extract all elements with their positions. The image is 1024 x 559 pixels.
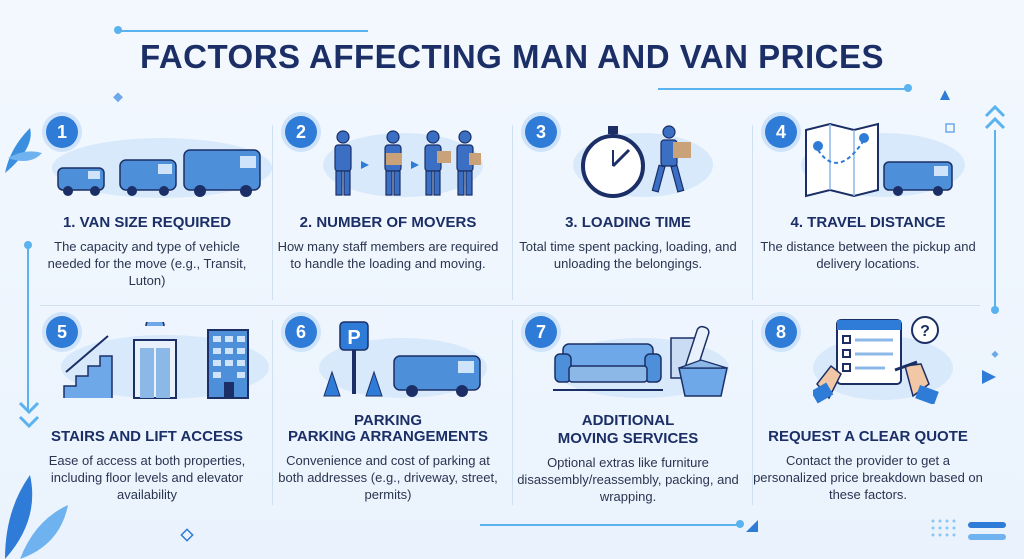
- divider: [512, 125, 513, 300]
- card-description: The distance between the pickup and deli…: [760, 239, 976, 271]
- step-number-badge: 1: [46, 116, 78, 148]
- step-number-badge: 2: [285, 116, 317, 148]
- card-title-line2: MOVING SERVICES: [557, 430, 699, 447]
- factor-card-loading-time: 3 3. LOADING TIME Total time spent packi…: [503, 0, 753, 271]
- card-title: 2. NUMBER OF MOVERS: [299, 214, 477, 231]
- card-description: How many staff members are required to h…: [277, 239, 499, 271]
- factor-card-additional-services: 7 ADDITIONAL MOVING SERVICES Optional ex…: [503, 200, 753, 504]
- card-description: Convenience and cost of parking at both …: [278, 453, 498, 502]
- triangle-icon: [982, 370, 996, 384]
- factor-card-parking: 6 P PARKING PARKING ARRANGEMENTS Conveni…: [263, 200, 513, 502]
- chevron-down-icon: [18, 401, 40, 429]
- chevron-up-icon: [984, 104, 1006, 130]
- divider: [272, 125, 273, 300]
- left-accent-dot: [24, 241, 32, 249]
- step-number-badge: 6: [285, 316, 317, 348]
- left-accent-line: [27, 245, 29, 410]
- pill-deco: [968, 534, 1006, 540]
- card-title: STAIRS AND LIFT ACCESS: [51, 428, 243, 445]
- leaf-icon: [5, 128, 42, 173]
- card-title: ADDITIONAL: [581, 412, 675, 429]
- stopwatch-mover-illustration: [573, 125, 713, 198]
- factor-card-travel-distance: 4 4. TRAVEL DISTANCE The distance betwee…: [743, 0, 993, 271]
- divider: [512, 320, 513, 505]
- vans-illustration: [52, 138, 272, 198]
- diamond-icon: [113, 92, 123, 103]
- factor-card-movers: 2 2. NUMBER OF MOVERS How many staff mem…: [263, 0, 513, 271]
- question-icon: ?: [920, 323, 930, 340]
- divider: [272, 320, 273, 505]
- bottom-accent-line: [480, 524, 740, 526]
- divider: [752, 125, 753, 300]
- sofa-boxes-illustration: [553, 325, 729, 398]
- leaf-icon: [5, 475, 68, 559]
- square-icon: [945, 123, 955, 133]
- factor-card-request-quote: 8 ? REQUEST A CLEAR QUOTE Contact the pr…: [743, 200, 993, 502]
- title-accent-dot-right: [904, 84, 912, 92]
- title-accent-line-right: [658, 88, 908, 90]
- card-description: Optional extras like furniture disassemb…: [517, 455, 739, 504]
- triangle-icon: [940, 90, 950, 100]
- triangle-icon: [746, 520, 758, 532]
- right-accent-dot: [991, 306, 999, 314]
- map-van-illustration: [801, 122, 965, 198]
- card-title: PARKING: [353, 412, 423, 429]
- diamond-icon: [991, 350, 999, 358]
- pill-deco: [968, 522, 1006, 528]
- card-title: 4. TRAVEL DISTANCE: [790, 214, 946, 231]
- card-title: 3. LOADING TIME: [565, 214, 691, 231]
- right-accent-line: [994, 130, 996, 310]
- diamond-icon: [180, 528, 194, 542]
- card-title: 1. VAN SIZE REQUIRED: [62, 214, 232, 231]
- dots-pattern-icon: [931, 519, 956, 537]
- step-number-badge: 4: [765, 116, 797, 148]
- movers-illustration: [323, 130, 483, 197]
- quote-form-illustration: ?: [813, 316, 953, 404]
- row-divider: [40, 305, 980, 306]
- step-number-badge: 3: [525, 116, 557, 148]
- step-number-badge: 7: [525, 316, 557, 348]
- title-accent-dot-left: [114, 26, 122, 34]
- factor-card-stairs-lift: 5 STAIRS AND LIFT ACCESS Ease of access …: [22, 200, 272, 502]
- bottom-accent-dot: [736, 520, 744, 528]
- title-accent-line-left: [118, 30, 368, 32]
- factor-card-van-size: 1 1. VAN SIZE REQUIRED The capacity and …: [22, 0, 272, 288]
- parking-illustration: P: [319, 321, 487, 398]
- card-description: Contact the provider to get a personaliz…: [753, 453, 983, 502]
- page-title: FACTORS AFFECTING MAN AND VAN PRICES: [139, 38, 885, 75]
- card-title-line2: PARKING ARRANGEMENTS: [287, 428, 488, 445]
- card-description: Total time spent packing, loading, and u…: [519, 239, 737, 271]
- card-description: The capacity and type of vehicle needed …: [47, 239, 247, 288]
- card-description: Ease of access at both properties, inclu…: [48, 453, 246, 502]
- card-title: REQUEST A CLEAR QUOTE: [768, 428, 968, 445]
- stairs-lift-building-illustration: [61, 322, 269, 399]
- parking-sign-icon: P: [347, 327, 360, 349]
- step-number-badge: 8: [765, 316, 797, 348]
- step-number-badge: 5: [46, 316, 78, 348]
- divider: [752, 320, 753, 505]
